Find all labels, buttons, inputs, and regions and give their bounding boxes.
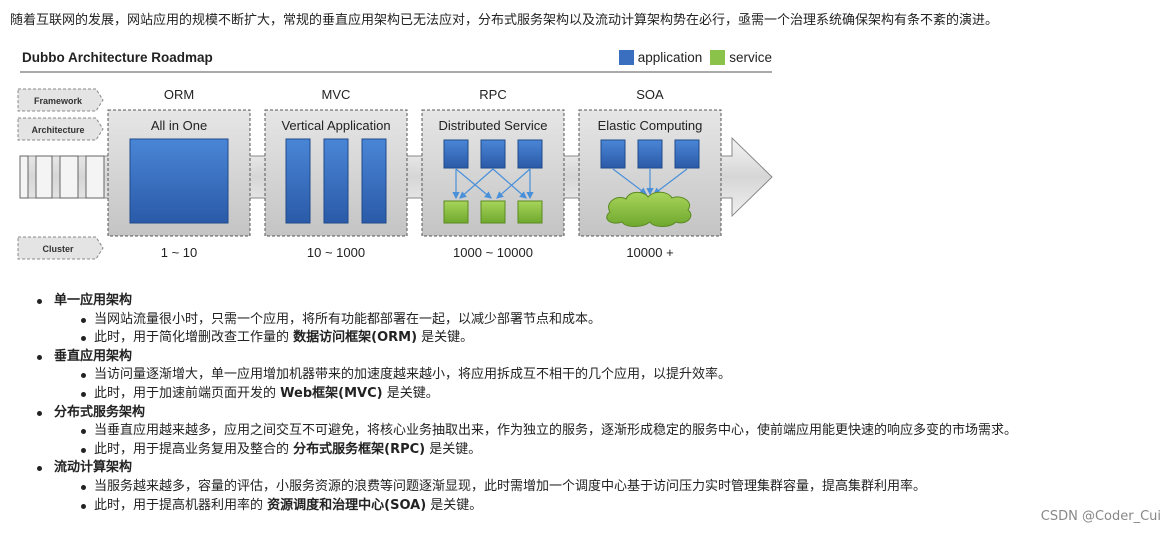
stage-header-orm: ORM — [164, 87, 194, 102]
app-block — [129, 138, 229, 224]
stage-box-title-soa: Elastic Computing — [598, 118, 703, 133]
item-text: 当服务越来越多，容量的评估，小服务资源的浪费等问题逐渐显现，此时需增加一个调度中… — [94, 478, 927, 494]
legend-swatch-service — [710, 50, 726, 65]
list-item: 此时，用于提高业务复用及整合的 分布式服务框架(RPC) 是关键。 — [34, 441, 1017, 460]
intro-paragraph: 随着互联网的发展，网站应用的规模不断扩大，常规的垂直应用架构已无法应对，分布式服… — [10, 13, 999, 28]
section-title: 单一应用架构 — [54, 293, 133, 308]
item-text-after: 是关键。 — [417, 330, 474, 346]
app-block — [480, 139, 506, 169]
side-tag-framework — [17, 88, 104, 112]
item-text: 此时，用于简化增删改查工作量的 — [94, 330, 294, 346]
item-text: 当访问量逐渐增大，单一应用增加机器带来的加速度越来越小，将应用拆成互不相干的几个… — [94, 367, 732, 383]
legend-label-application: application — [637, 50, 703, 65]
section-title: 分布式服务架构 — [54, 404, 146, 420]
list-item: 此时，用于简化增删改查工作量的 数据访问框架(ORM) 是关键。 — [34, 329, 1017, 348]
legend-swatch-application — [618, 50, 634, 65]
list-item: 分布式服务架构 — [34, 404, 1017, 423]
item-text: 当网站流量很小时，只需一个应用，将所有功能都部署在一起，以减少部署节点和成本。 — [94, 311, 602, 327]
app-block — [674, 139, 700, 169]
list-item: 单一应用架构 — [34, 292, 1017, 311]
architecture-list: 单一应用架构 当网站流量很小时，只需一个应用，将所有功能都部署在一起，以减少部署… — [34, 292, 1017, 515]
watermark: CSDN @Coder_Cui — [1040, 509, 1161, 524]
item-keyword: 数据访问框架(ORM) — [293, 330, 418, 346]
item-text: 此时，用于提高业务复用及整合的 — [94, 441, 294, 457]
list-item: 当访问量逐渐增大，单一应用增加机器带来的加速度越来越小，将应用拆成互不相干的几个… — [34, 366, 1017, 385]
service-cloud — [606, 191, 692, 227]
roadmap-figure: Dubbo Architecture Roadmap application s… — [14, 44, 776, 274]
side-label-cluster: Cluster — [42, 244, 74, 254]
service-block — [517, 200, 543, 224]
stage-header-mvc: MVC — [322, 87, 351, 102]
list-item: 当网站流量很小时，只需一个应用，将所有功能都部署在一起，以减少部署节点和成本。 — [34, 311, 1017, 330]
section-title: 流动计算架构 — [54, 460, 133, 476]
app-block — [637, 139, 663, 169]
side-label-architecture: Architecture — [31, 125, 84, 135]
app-block — [517, 139, 543, 169]
stage-range-soa: 10000 + — [626, 245, 673, 260]
side-label-framework: Framework — [34, 96, 83, 106]
soa-links — [612, 168, 688, 196]
title-rule — [20, 71, 772, 73]
flow-slot — [59, 155, 79, 199]
app-block — [443, 139, 469, 169]
item-text: 此时，用于提高机器利用率的 — [94, 497, 268, 513]
item-text: 此时，用于加速前端页面开发的 — [94, 385, 281, 401]
item-text: 当垂直应用越来越多，应用之间交互不可避免，将核心业务抽取出来，作为独立的服务，逐… — [94, 423, 1018, 439]
stage-box-title-rpc: Distributed Service — [438, 118, 547, 133]
item-keyword: 分布式服务框架(RPC) — [293, 441, 426, 457]
flow-slot — [19, 155, 29, 199]
flow-slot — [85, 155, 105, 199]
side-tag-cluster — [17, 236, 104, 260]
item-keyword: 资源调度和治理中心(SOA) — [267, 497, 427, 513]
stage-header-soa: SOA — [636, 87, 664, 102]
stage-range-mvc: 10 ~ 1000 — [307, 245, 365, 260]
stage-range-orm: 1 ~ 10 — [161, 245, 198, 260]
service-block — [480, 200, 506, 224]
app-block — [323, 138, 349, 224]
figure-title: Dubbo Architecture Roadmap — [22, 50, 213, 65]
legend: application service — [611, 50, 772, 65]
app-block — [285, 138, 311, 224]
stage-range-rpc: 1000 ~ 10000 — [453, 245, 533, 260]
legend-label-service: service — [729, 50, 772, 65]
item-text-after: 是关键。 — [426, 497, 483, 513]
section-title: 垂直应用架构 — [54, 348, 133, 364]
stage-box-title-orm: All in One — [151, 118, 207, 133]
list-item: 当服务越来越多，容量的评估，小服务资源的浪费等问题逐渐显现，此时需增加一个调度中… — [34, 478, 1017, 497]
stage-box-title-mvc: Vertical Application — [281, 118, 390, 133]
list-item: 垂直应用架构 — [34, 348, 1017, 367]
rpc-links — [452, 168, 534, 200]
stage-header-rpc: RPC — [479, 87, 506, 102]
flow-slot — [35, 155, 53, 199]
item-text-after: 是关键。 — [425, 441, 482, 457]
service-block — [443, 200, 469, 224]
item-keyword: Web框架(MVC) — [280, 385, 383, 401]
app-block — [600, 139, 626, 169]
app-block — [361, 138, 387, 224]
list-item: 此时，用于提高机器利用率的 资源调度和治理中心(SOA) 是关键。 — [34, 497, 1017, 516]
item-text-after: 是关键。 — [382, 385, 439, 401]
list-item: 当垂直应用越来越多，应用之间交互不可避免，将核心业务抽取出来，作为独立的服务，逐… — [34, 422, 1017, 441]
roadmap-diagram: Framework Architecture Cluster ORM MVC R… — [17, 87, 773, 260]
list-item: 流动计算架构 — [34, 459, 1017, 478]
list-item: 此时，用于加速前端页面开发的 Web框架(MVC) 是关键。 — [34, 385, 1017, 404]
side-tag-architecture — [17, 117, 104, 141]
